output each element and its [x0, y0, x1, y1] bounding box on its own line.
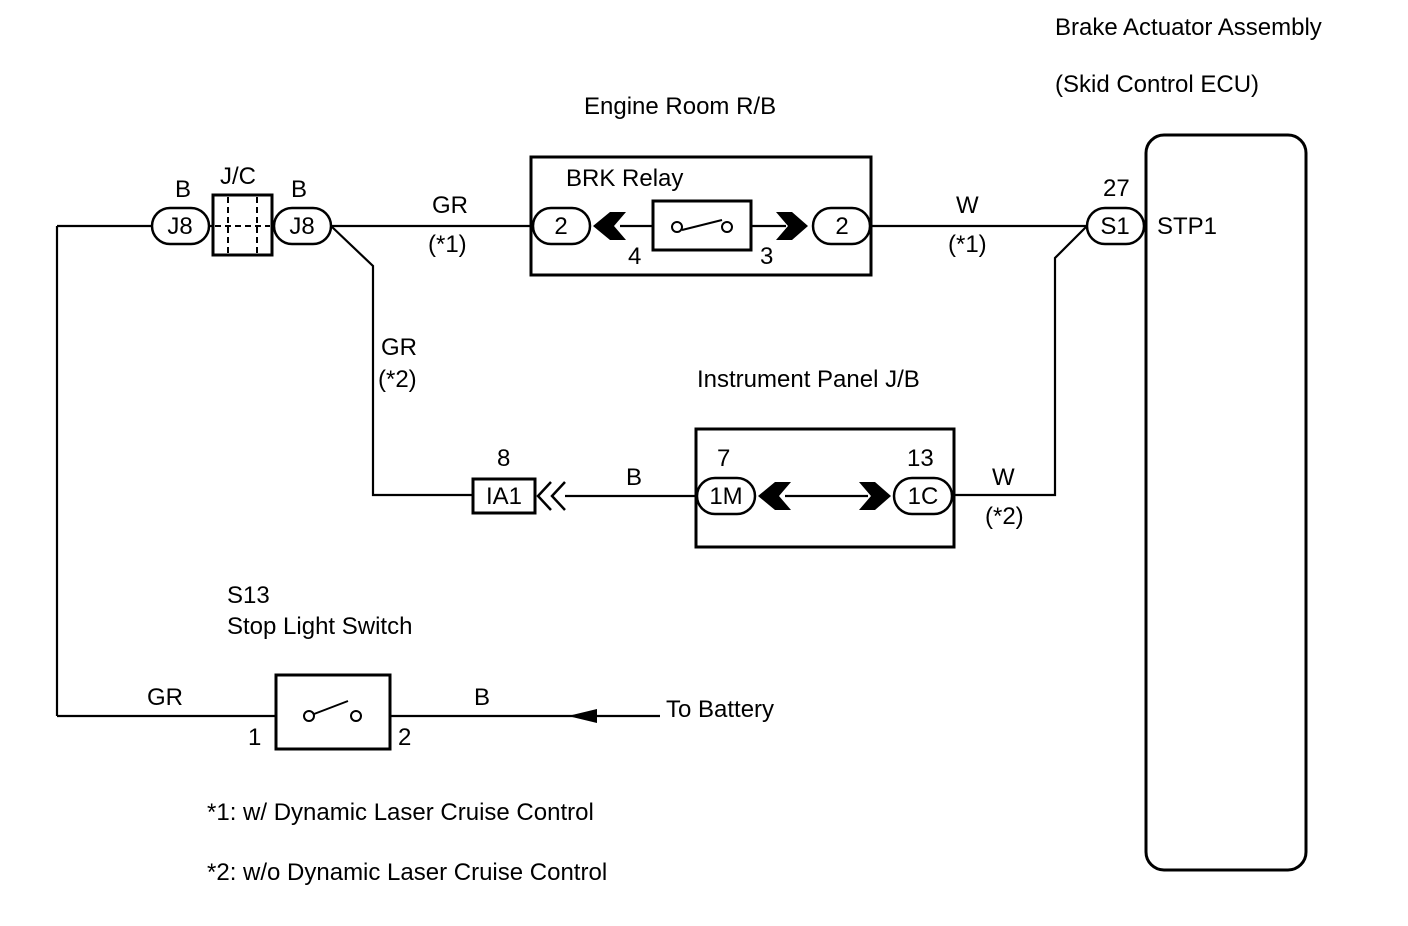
rb-left-connector — [531, 206, 592, 246]
wire-w-bottom — [954, 225, 1088, 497]
battery-label: To Battery — [666, 696, 774, 723]
wire-gr-branch-note: (*2) — [378, 366, 417, 393]
jc-block — [211, 193, 274, 257]
rb-left-pin: 4 — [628, 243, 641, 270]
ia1-connector — [471, 477, 537, 515]
ecu-terminal-connector-label: S1 — [1100, 213, 1129, 240]
brk-relay-contact-right — [721, 221, 733, 233]
jc-left-wire-color: B — [175, 176, 191, 203]
jb-right-connector-label: 1C — [908, 483, 939, 510]
ecu-title: Brake Actuator Assembly — [1055, 14, 1322, 41]
stop-light-switch-box — [274, 673, 392, 751]
rb-left-terminal-arrow — [593, 212, 626, 240]
brk-relay-switch-arm — [681, 219, 723, 231]
jb-left-connector — [695, 476, 757, 516]
stop-light-switch-code: S13 — [227, 582, 270, 609]
ia1-connector-label: IA1 — [486, 483, 522, 510]
ecu-terminal-name: STP1 — [1157, 213, 1217, 240]
jb-left-connector-label: 1M — [709, 483, 742, 510]
wire-gr-top-note: (*1) — [428, 231, 467, 258]
ecu-subtitle: (Skid Control ECU) — [1055, 71, 1259, 98]
stop-light-switch-name: Stop Light Switch — [227, 613, 412, 640]
jc-label: J/C — [220, 163, 256, 190]
wire-gr-branch-label: GR — [381, 334, 417, 361]
rb-right-connector-label: 2 — [835, 213, 848, 240]
switch-pin-left: 1 — [248, 724, 261, 751]
jb-left-pin: 7 — [717, 445, 730, 472]
switch-contact-right — [350, 710, 362, 722]
jc-right-wire-color: B — [291, 176, 307, 203]
wire-w-top-note: (*1) — [948, 231, 987, 258]
wire-gr-branch — [330, 225, 473, 497]
jc-right-connector-label: J8 — [289, 213, 314, 240]
ecu-body — [1144, 133, 1308, 872]
ecu-terminal-pin: 27 — [1103, 175, 1130, 202]
battery-arrow — [568, 709, 597, 723]
jb-left-terminal-arrow — [758, 482, 791, 510]
ia1-chevron-2 — [550, 481, 566, 511]
switch-arm — [313, 700, 349, 715]
wire-gr-top-label: GR — [432, 192, 468, 219]
ia1-pin: 8 — [497, 445, 510, 472]
instrument-panel-jb-title: Instrument Panel J/B — [697, 366, 920, 393]
rb-right-terminal-arrow — [776, 212, 808, 240]
jc-left-connector-label: J8 — [167, 213, 192, 240]
wire-gr-switch-label: GR — [147, 684, 183, 711]
brk-relay-contact-left — [671, 221, 683, 233]
note-1: *1: w/ Dynamic Laser Cruise Control — [207, 799, 594, 826]
engine-room-rb-title: Engine Room R/B — [584, 93, 776, 120]
jb-right-terminal-arrow — [859, 482, 891, 510]
wire-w-bottom-note: (*2) — [985, 503, 1024, 530]
wire-w-top-label: W — [956, 192, 979, 219]
rb-left-connector-label: 2 — [554, 213, 567, 240]
switch-contact-left — [303, 710, 315, 722]
switch-pin-right: 2 — [398, 724, 411, 751]
jb-right-pin: 13 — [907, 445, 934, 472]
ia1-chevron-1 — [536, 481, 552, 511]
jb-right-connector — [892, 476, 954, 516]
rb-right-pin: 3 — [760, 243, 773, 270]
brk-relay-label: BRK Relay — [566, 165, 683, 192]
wire-b-battery-label: B — [474, 684, 490, 711]
wire-w-bottom-label: W — [992, 464, 1015, 491]
note-2: *2: w/o Dynamic Laser Cruise Control — [207, 859, 607, 886]
rb-right-connector — [811, 206, 872, 246]
wire-b-middle-label: B — [626, 464, 642, 491]
